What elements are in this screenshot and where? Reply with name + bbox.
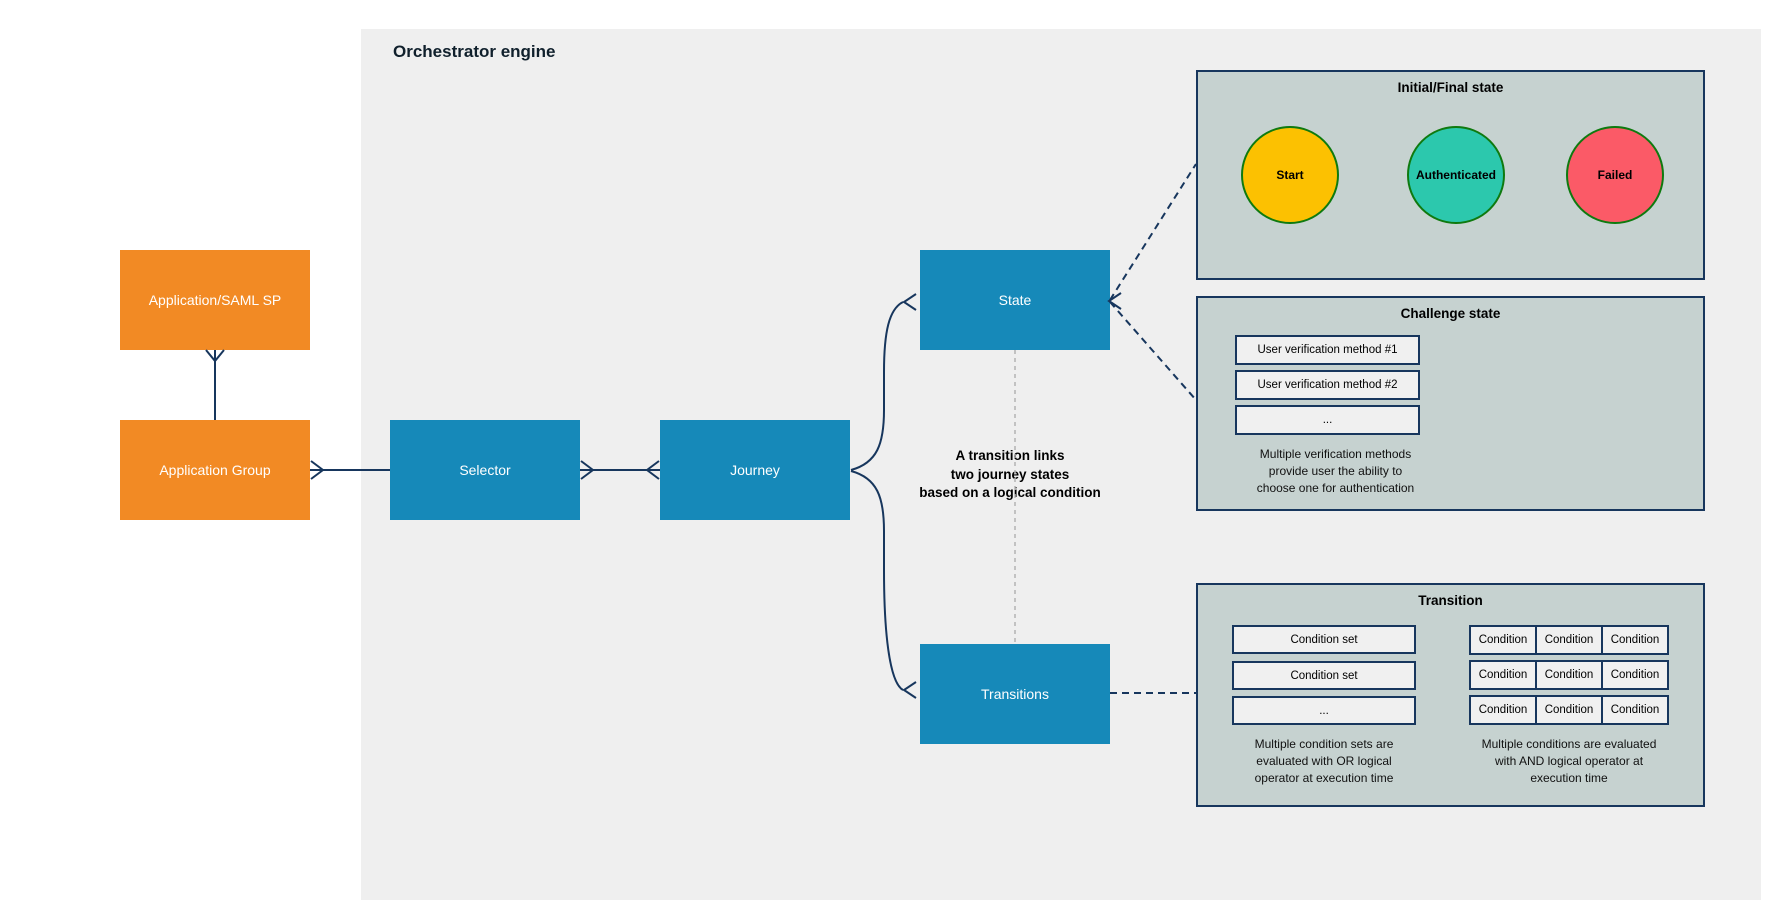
condition-set-box-1: Condition set xyxy=(1232,625,1416,654)
verification-method-2-label: User verification method #2 xyxy=(1257,379,1398,391)
verification-method-more-label: ... xyxy=(1322,414,1333,426)
verification-method-box-2: User verification method #2 xyxy=(1235,370,1420,400)
state-circle-start-label: Start xyxy=(1276,168,1304,182)
transition-annotation-text: A transition links two journey states ba… xyxy=(919,448,1101,500)
condition-cell: Condition xyxy=(1478,634,1528,646)
transition-and-caption: Multiple conditions are evaluated with A… xyxy=(1481,737,1657,785)
state-circle-authenticated: Authenticated xyxy=(1407,126,1505,224)
panel-challenge-state-title: Challenge state xyxy=(1400,306,1501,321)
condition-cell: Condition xyxy=(1601,662,1667,688)
condition-grid-row-3: Condition Condition Condition xyxy=(1469,695,1669,725)
node-application-group-label: Application Group xyxy=(159,461,271,478)
condition-set-1-label: Condition set xyxy=(1290,633,1358,646)
panel-transition-title: Transition xyxy=(1418,593,1483,608)
condition-set-2-label: Condition set xyxy=(1290,669,1358,682)
arrow-chevron-appgroup xyxy=(310,460,325,480)
verification-method-box-1: User verification method #1 xyxy=(1235,335,1420,365)
node-application-saml-sp-label: Application/SAML SP xyxy=(148,291,282,308)
condition-cell: Condition xyxy=(1601,697,1667,723)
orchestrator-engine-title: Orchestrator engine xyxy=(393,42,556,61)
state-circle-start: Start xyxy=(1241,126,1339,224)
node-state-label: State xyxy=(998,291,1032,308)
condition-cell: Condition xyxy=(1535,627,1601,653)
panel-challenge-state: Challenge state User verification method… xyxy=(1196,296,1705,511)
node-transitions: Transitions xyxy=(920,644,1110,744)
condition-set-box-2: Condition set xyxy=(1232,661,1416,690)
condition-grid-row-2: Condition Condition Condition xyxy=(1469,660,1669,690)
node-application-saml-sp: Application/SAML SP xyxy=(120,250,310,350)
condition-cell: Condition xyxy=(1535,697,1601,723)
condition-cell: Condition xyxy=(1478,704,1528,716)
node-selector: Selector xyxy=(390,420,580,520)
node-transitions-label: Transitions xyxy=(981,685,1049,702)
panel-initial-final-state: Initial/Final state Start Authenticated … xyxy=(1196,70,1705,280)
node-journey: Journey xyxy=(660,420,850,520)
condition-cell: Condition xyxy=(1601,627,1667,653)
arrow-chevron-appsaml xyxy=(205,349,225,363)
condition-set-more-label: ... xyxy=(1319,704,1329,717)
condition-grid-row-1: Condition Condition Condition xyxy=(1469,625,1669,655)
state-circle-failed-label: Failed xyxy=(1597,168,1633,182)
condition-set-box-more: ... xyxy=(1232,696,1416,725)
condition-cell: Condition xyxy=(1478,669,1528,681)
node-selector-label: Selector xyxy=(459,461,511,478)
panel-initial-final-state-title: Initial/Final state xyxy=(1397,80,1504,95)
challenge-state-caption: Multiple verification methods provide us… xyxy=(1256,447,1415,495)
node-state: State xyxy=(920,250,1110,350)
verification-method-box-more: ... xyxy=(1235,405,1420,435)
panel-transition: Transition Condition set Condition set .… xyxy=(1196,583,1705,807)
state-circle-authenticated-label: Authenticated xyxy=(1415,168,1496,182)
transition-or-caption: Multiple condition sets are evaluated wi… xyxy=(1254,737,1394,785)
condition-cell: Condition xyxy=(1535,662,1601,688)
state-circle-failed: Failed xyxy=(1566,126,1664,224)
node-journey-label: Journey xyxy=(730,461,780,478)
node-application-group: Application Group xyxy=(120,420,310,520)
verification-method-1-label: User verification method #1 xyxy=(1257,344,1398,356)
